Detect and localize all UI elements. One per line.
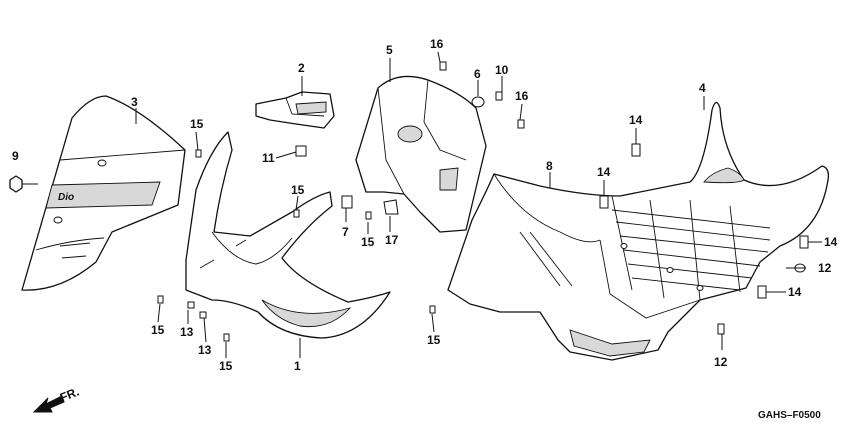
leader-lines [135,51,822,358]
clip-7 [341,195,353,209]
callout-16b: 16 [515,89,529,103]
fastener-15e [429,305,436,314]
callout-8: 8 [546,159,553,173]
fastener-15a [195,149,202,158]
callout-2: 2 [298,61,305,75]
callout-7: 7 [342,225,349,239]
callout-9: 9 [12,149,19,163]
fastener-16b [517,119,525,129]
part-5-inner-panel [355,75,487,233]
fastener-13b [199,311,207,319]
callout-15a: 15 [190,117,204,131]
windscreen-logo: Dio [58,192,74,203]
clip-17 [383,199,399,215]
fastener-14c [799,235,809,249]
callout-14b: 14 [597,165,611,179]
part-8-floor [447,101,830,361]
fastener-15f [223,333,230,342]
part-3-windscreen: Dio [21,95,186,291]
fastener-13a [187,301,195,309]
fastener-14b [599,195,609,209]
part-2-bracket [255,91,335,129]
fastener-15b [293,209,300,218]
callout-13a: 13 [180,325,194,339]
callout-6: 6 [474,67,481,81]
callout-11: 11 [262,151,275,165]
callout-17: 17 [385,233,399,247]
part-9-screw [9,175,38,193]
fastener-15c [365,211,372,220]
callout-12a: 12 [818,261,832,275]
fastener-10 [495,91,503,101]
clip-12b [717,323,725,335]
callout-15e: 15 [427,333,441,347]
fastener-14a [631,143,641,157]
callout-15b: 15 [291,183,305,197]
callout-14a: 14 [629,113,643,127]
callout-1: 1 [294,359,301,373]
callout-13b: 13 [198,343,212,357]
part-11-bolt [275,145,307,159]
diagram-code: GAHS–F0500 [758,410,821,421]
callout-10: 10 [495,63,509,77]
part-1-front-cover [185,131,391,339]
callout-16a: 16 [430,37,444,51]
part-6 [471,96,485,108]
callouts: 1 2 3 4 5 6 7 8 9 10 11 12 12 13 13 14 1… [12,37,838,373]
fastener-16a [439,61,447,71]
front-direction-arrow: FR. [32,385,81,413]
fr-label: FR. [58,385,81,405]
callout-5: 5 [386,43,393,57]
callout-12b: 12 [714,355,728,369]
arrow-icon [32,395,65,413]
callout-14c: 14 [824,235,838,249]
callout-15d: 15 [151,323,165,337]
callout-14d: 14 [788,285,802,299]
callout-3: 3 [131,95,138,109]
fastener-15d [157,295,164,304]
callout-15f: 15 [219,359,233,373]
callout-15c: 15 [361,235,375,249]
callout-4: 4 [699,81,706,95]
fastener-14d [757,285,767,299]
